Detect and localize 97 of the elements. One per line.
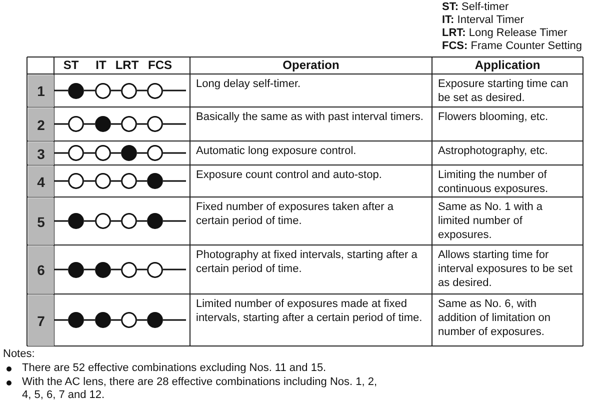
column-header: Application (474, 58, 542, 72)
connecting-line (163, 180, 186, 182)
connecting-line (54, 90, 68, 92)
connecting-line (137, 90, 147, 92)
connecting-line (163, 152, 186, 154)
operation-description: Long delay self-timer. (195, 77, 302, 92)
open-circle (95, 82, 111, 98)
connecting-line (163, 90, 186, 92)
row-number: 1 (28, 75, 54, 107)
abbreviation-key: FCS: Frame Counter Setting (442, 40, 582, 53)
open-circle (121, 173, 137, 189)
open-circle (95, 145, 111, 161)
connecting-line (54, 180, 68, 182)
open-circle (147, 145, 163, 161)
notes-heading: Notes: (3, 348, 35, 361)
connecting-line (111, 123, 121, 125)
filled-dot (95, 116, 111, 132)
open-circle (147, 82, 163, 98)
operation-description: Exposure count control and auto-stop. (195, 168, 383, 183)
connecting-line (84, 90, 95, 92)
open-circle (121, 116, 137, 132)
connecting-line (84, 152, 95, 154)
filled-dot (147, 312, 163, 328)
open-circle (95, 173, 111, 189)
connecting-line (163, 220, 186, 222)
abbreviation-key: IT: Interval Timer (442, 14, 524, 27)
connecting-line (163, 268, 186, 270)
row-number: 7 (28, 295, 54, 346)
open-circle (68, 145, 84, 161)
operation-description: Fixed number of exposures taken after a certain period of time. (195, 200, 394, 229)
connecting-line (163, 319, 186, 321)
row-number: 2 (28, 108, 54, 141)
filled-dot (95, 262, 111, 278)
column-header: IT (94, 58, 108, 72)
open-circle (121, 262, 137, 278)
open-circle (121, 213, 137, 229)
application-description: Allows starting time for interval exposures to be set as desired. (437, 248, 574, 291)
connecting-line (84, 220, 95, 222)
column-header: FCS (147, 58, 173, 72)
open-circle (68, 116, 84, 132)
filled-dot (68, 262, 84, 278)
row-number: 5 (28, 198, 54, 245)
connecting-line (54, 123, 68, 125)
connecting-line (84, 123, 95, 125)
abbreviation-key: LRT: Long Release Timer (442, 27, 568, 40)
row-number: 3 (28, 142, 54, 165)
connecting-line (54, 268, 68, 270)
connecting-line (111, 180, 121, 182)
open-circle (95, 213, 111, 229)
filled-dot (68, 213, 84, 229)
connecting-line (54, 319, 68, 321)
operation-description: Limited number of exposures made at fixed intervals, starting after a certain period of time. (195, 297, 424, 326)
note-text: There are 52 effective combinations excluding Nos. 11 and 15. (22, 362, 328, 375)
connecting-line (137, 268, 147, 270)
connecting-line (111, 220, 121, 222)
application-description: Flowers blooming, etc. (437, 110, 550, 125)
filled-dot (68, 82, 84, 98)
operation-description: Photography at fixed intervals, starting after a certain period of time. (195, 248, 418, 277)
application-description: Exposure starting time can be set as desired. (437, 77, 570, 106)
connecting-line (84, 180, 95, 182)
row-number: 6 (28, 246, 54, 294)
connecting-line (137, 152, 147, 154)
abbreviation-key: ST: Self-timer (442, 1, 509, 14)
filled-dot (121, 145, 137, 161)
open-circle (147, 262, 163, 278)
connecting-line (111, 152, 121, 154)
application-description: Same as No. 1 with a limited number of exposures. (437, 200, 544, 243)
open-circle (121, 82, 137, 98)
connecting-line (54, 220, 68, 222)
row-number: 4 (28, 166, 54, 197)
operation-description: Automatic long exposure control. (195, 144, 358, 159)
connecting-line (137, 220, 147, 222)
connecting-line (163, 123, 186, 125)
column-header: ST (62, 58, 80, 72)
note-text: With the AC lens, there are 28 effective combinations including Nos. 1, 2, 4, 5, 6, 7 and 12. (22, 376, 378, 402)
filled-dot (68, 312, 84, 328)
connecting-line (54, 152, 68, 154)
connecting-line (111, 268, 121, 270)
connecting-line (137, 180, 147, 182)
connecting-line (84, 319, 95, 321)
application-description: Astrophotography, etc. (437, 144, 549, 159)
filled-dot (147, 173, 163, 189)
open-circle (121, 312, 137, 328)
application-description: Limiting the number of continuous exposures. (437, 168, 550, 197)
open-circle (68, 173, 84, 189)
operation-description: Basically the same as with past interval timers. (195, 110, 424, 125)
connecting-line (137, 319, 147, 321)
column-header: Operation (282, 58, 340, 72)
column-header: LRT (114, 58, 140, 72)
filled-dot (147, 213, 163, 229)
application-description: Same as No. 6, with addition of limitation on number of exposures. (437, 297, 552, 340)
open-circle (147, 116, 163, 132)
connecting-line (137, 123, 147, 125)
connecting-line (111, 319, 121, 321)
connecting-line (111, 90, 121, 92)
connecting-line (84, 268, 95, 270)
filled-dot (95, 312, 111, 328)
